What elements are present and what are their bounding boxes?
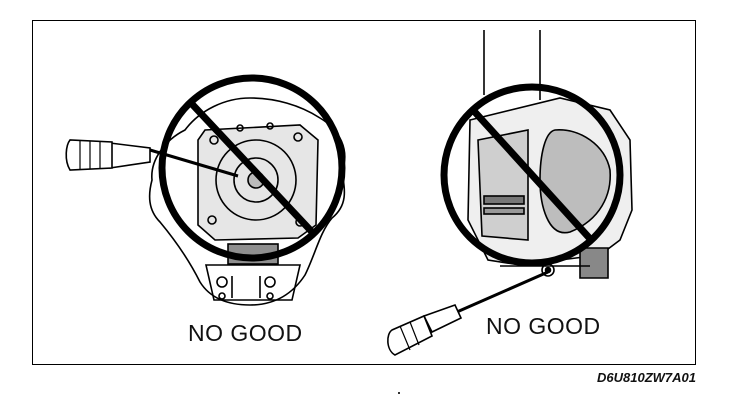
screwdriver-icon xyxy=(387,270,549,356)
figure-code: D6U810ZW7A01 xyxy=(597,370,696,385)
scan-speck xyxy=(398,392,400,394)
no-symbol-icon xyxy=(440,83,624,267)
figure-frame xyxy=(32,20,696,365)
caption-no-good-left: NO GOOD xyxy=(188,320,303,346)
airbag-module-right xyxy=(467,30,633,279)
airbag-module-left xyxy=(148,97,346,306)
caption-no-good-right: NO GOOD xyxy=(486,313,601,339)
no-symbol-icon xyxy=(158,74,346,262)
